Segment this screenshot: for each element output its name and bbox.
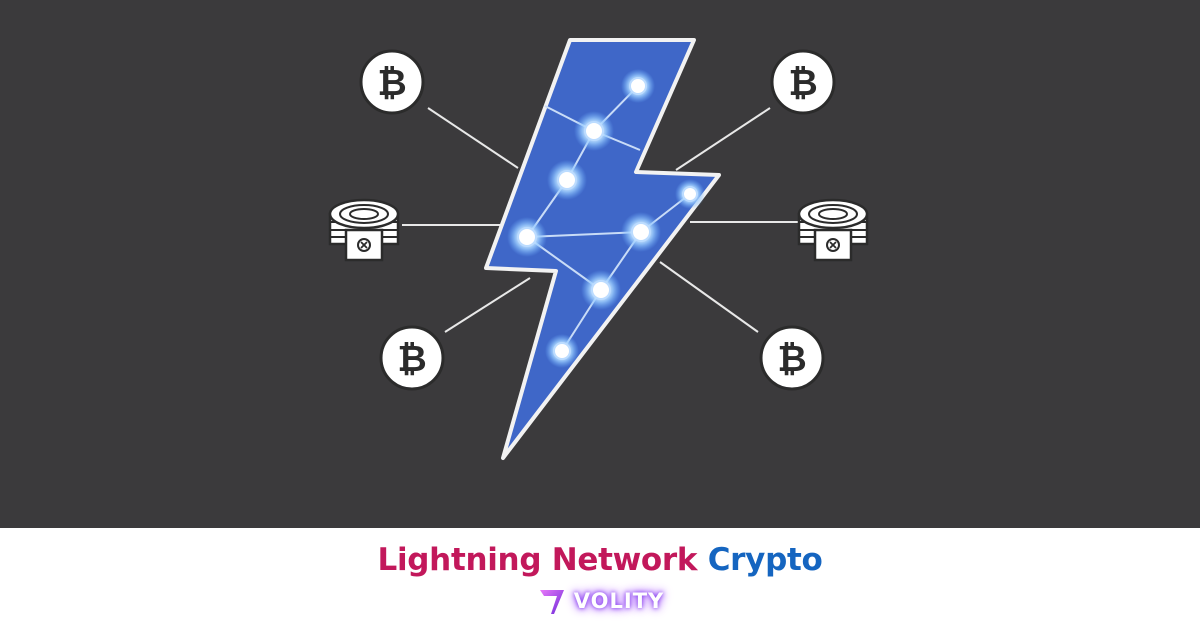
connection-line bbox=[427, 107, 519, 169]
lightning-network-diagram: ₿ ₿ ₿ ₿ bbox=[328, 38, 869, 460]
connection-lines bbox=[402, 107, 798, 333]
coin-stack-server-icon bbox=[328, 198, 400, 262]
bitcoin-coin-icon: ₿ bbox=[770, 49, 836, 115]
coin-stack-server-icon bbox=[797, 198, 869, 262]
lightning-bolt-icon bbox=[484, 38, 721, 460]
connection-line bbox=[444, 277, 531, 333]
network-node bbox=[574, 111, 614, 151]
network-node bbox=[545, 334, 579, 368]
brand-lockup: VOLITY bbox=[0, 584, 1200, 618]
bitcoin-coin-icon: ₿ bbox=[379, 325, 445, 391]
connection-line bbox=[675, 107, 771, 171]
network-node bbox=[621, 69, 655, 103]
connection-line bbox=[659, 261, 759, 333]
network-node bbox=[581, 270, 621, 310]
brand-name: VOLITY bbox=[573, 589, 665, 613]
network-node bbox=[675, 179, 705, 209]
volity-logo-icon bbox=[539, 590, 564, 614]
page-title: Lightning Network Crypto bbox=[0, 540, 1200, 580]
svg-text:₿: ₿ bbox=[377, 63, 406, 104]
bitcoin-coin-icon: ₿ bbox=[759, 325, 825, 391]
network-node bbox=[507, 217, 547, 257]
network-nodes bbox=[507, 69, 705, 368]
svg-text:₿: ₿ bbox=[397, 339, 426, 380]
bitcoin-coin-icon: ₿ bbox=[359, 49, 425, 115]
svg-text:₿: ₿ bbox=[777, 339, 806, 380]
title-part-primary: Lightning Network bbox=[377, 542, 698, 578]
network-node bbox=[621, 212, 661, 252]
hero-illustration: ₿ ₿ ₿ ₿ bbox=[0, 0, 1200, 528]
footer-banner: Lightning Network Crypto VOLITY bbox=[0, 528, 1200, 628]
network-node bbox=[547, 160, 587, 200]
svg-text:₿: ₿ bbox=[788, 63, 817, 104]
title-part-secondary: Crypto bbox=[707, 542, 823, 578]
